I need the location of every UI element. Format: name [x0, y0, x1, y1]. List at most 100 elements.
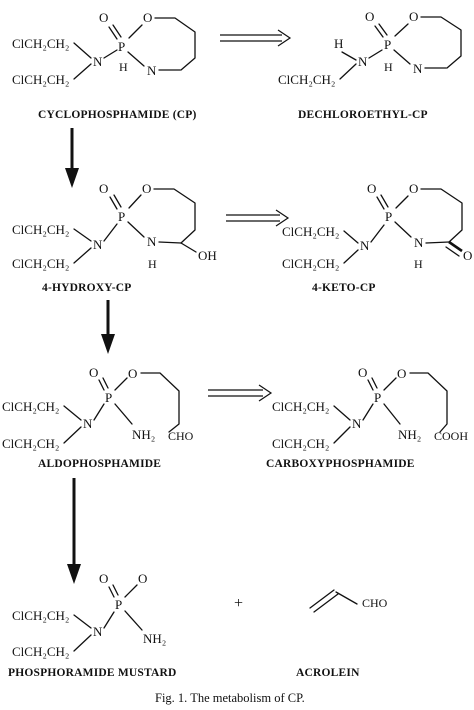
bond: [102, 377, 109, 389]
chain-bond: [409, 372, 448, 433]
double-bond: [309, 589, 335, 609]
bond: [73, 634, 92, 652]
bond: [112, 24, 122, 38]
bond: [343, 230, 359, 244]
structure-carboxyphosphamide: ClCH₂CH₂ ClCH₂CH₂ N P O O NH₂ COOH: [272, 365, 468, 451]
bond: [124, 610, 143, 631]
bond: [63, 405, 82, 421]
bond: [114, 377, 128, 391]
label-aldophosphamide: ALDOPHOSPHAMIDE: [38, 458, 161, 470]
bond: [394, 23, 409, 37]
atom-o-ring: O: [409, 9, 418, 24]
arrow-to-dechloroethyl: [220, 29, 292, 47]
bond: [63, 426, 82, 444]
bond: [103, 49, 118, 59]
bond: [73, 247, 92, 264]
bond: [103, 611, 115, 629]
ring-bond: [420, 188, 463, 243]
atom-clch2ch2-upper: ClCH₂CH₂: [282, 224, 339, 239]
bond: [128, 24, 143, 39]
bond: [371, 377, 378, 389]
label-dechloroethyl-cp: DECHLOROETHYL-CP: [298, 109, 428, 121]
structure-cyclophosphamide: ClCH₂CH₂ ClCH₂CH₂ N P O O N H: [12, 10, 196, 87]
structure-dechloroethyl-cp: H ClCH₂CH₂ N P O O N H: [278, 9, 462, 87]
bond: [109, 196, 118, 210]
bond: [93, 403, 105, 421]
bond: [127, 221, 145, 238]
arrow-to-phosphoramide-mustard: [67, 478, 81, 584]
bond: [380, 194, 389, 208]
atom-nh2: NH₂: [143, 631, 166, 646]
atom-n-ring: N: [414, 235, 424, 250]
label-acrolein: ACROLEIN: [296, 667, 360, 679]
carbonyl-bond: [445, 246, 460, 257]
arrow-to-aldophosphamide: [101, 300, 115, 354]
atom-nh2: NH₂: [132, 427, 155, 442]
atom-clch2ch2-lower: ClCH₂CH₂: [282, 256, 339, 271]
atom-o-keto: O: [463, 248, 472, 263]
bond: [180, 242, 197, 253]
arrow-to-carboxyphosphamide: [208, 384, 273, 402]
plus-sign: +: [234, 595, 243, 612]
bond: [98, 379, 105, 391]
atom-clch2ch2-upper: ClCH₂CH₂: [272, 399, 329, 414]
ring-bond: [154, 17, 196, 71]
atom-n-ring: N: [147, 63, 157, 78]
atom-clch2ch2: ClCH₂CH₂: [278, 72, 335, 87]
bond: [112, 584, 119, 596]
bond: [339, 63, 357, 80]
label-4-hydroxy-cp: 4-HYDROXY-CP: [42, 282, 132, 294]
bond: [73, 228, 92, 242]
label-phosphoramide-mustard: PHOSPHORAMIDE MUSTARD: [8, 667, 177, 679]
arrow-to-keto-cp: [226, 209, 290, 227]
atom-n: N: [352, 416, 362, 431]
bond: [378, 23, 388, 36]
atom-h: H: [384, 60, 393, 74]
atom-o-double: O: [99, 571, 108, 586]
bond: [108, 26, 118, 40]
bond: [362, 403, 374, 421]
atom-n: N: [93, 54, 103, 69]
bond: [108, 586, 115, 598]
structure-aldophosphamide: ClCH₂CH₂ ClCH₂CH₂ N P O O NH₂ CHO: [2, 365, 194, 451]
atom-p: P: [374, 390, 381, 405]
atom-clch2ch2-lower: ClCH₂CH₂: [12, 644, 69, 659]
bond: [335, 591, 358, 605]
atom-clch2ch2-lower: ClCH₂CH₂: [12, 72, 69, 87]
label-cyclophosphamide: CYCLOPHOSPHAMIDE (CP): [38, 109, 196, 121]
atom-cho: CHO: [362, 596, 388, 610]
atom-p: P: [118, 39, 125, 54]
bond: [333, 426, 351, 444]
atom-o: O: [138, 571, 147, 586]
atom-n: N: [360, 238, 370, 253]
bond: [128, 194, 142, 209]
bond: [73, 63, 92, 80]
bond: [341, 51, 357, 61]
atom-clch2ch2-upper: ClCH₂CH₂: [12, 36, 69, 51]
structure-acrolein: CHO: [309, 589, 388, 613]
atom-p: P: [115, 597, 122, 612]
atom-o-double: O: [358, 365, 367, 380]
bond: [394, 221, 412, 238]
atom-o-double: O: [99, 181, 108, 196]
bond: [158, 241, 182, 244]
atom-cho: CHO: [168, 429, 194, 443]
bond: [383, 377, 397, 391]
atom-n-ring: N: [413, 61, 423, 76]
ring-bond: [420, 16, 462, 69]
figure-caption: Fig. 1. The metabolism of CP.: [155, 691, 305, 705]
structure-4-hydroxy-cp: ClCH₂CH₂ ClCH₂CH₂ N P O O N OH H: [12, 181, 217, 271]
atom-cooh: COOH: [434, 429, 468, 443]
bond: [124, 584, 138, 598]
atom-n-ring: N: [147, 234, 157, 249]
atom-n: N: [83, 416, 93, 431]
arrow-to-hydroxy-cp: [65, 128, 79, 188]
atom-n: N: [93, 624, 103, 639]
atom-o: O: [128, 366, 137, 381]
atom-o-double: O: [89, 365, 98, 380]
atom-h: H: [334, 36, 343, 51]
bond: [374, 25, 384, 38]
atom-p: P: [385, 209, 392, 224]
atom-o: O: [397, 366, 406, 381]
structure-phosphoramide-mustard: ClCH₂CH₂ ClCH₂CH₂ N P O O NH₂: [12, 571, 166, 659]
